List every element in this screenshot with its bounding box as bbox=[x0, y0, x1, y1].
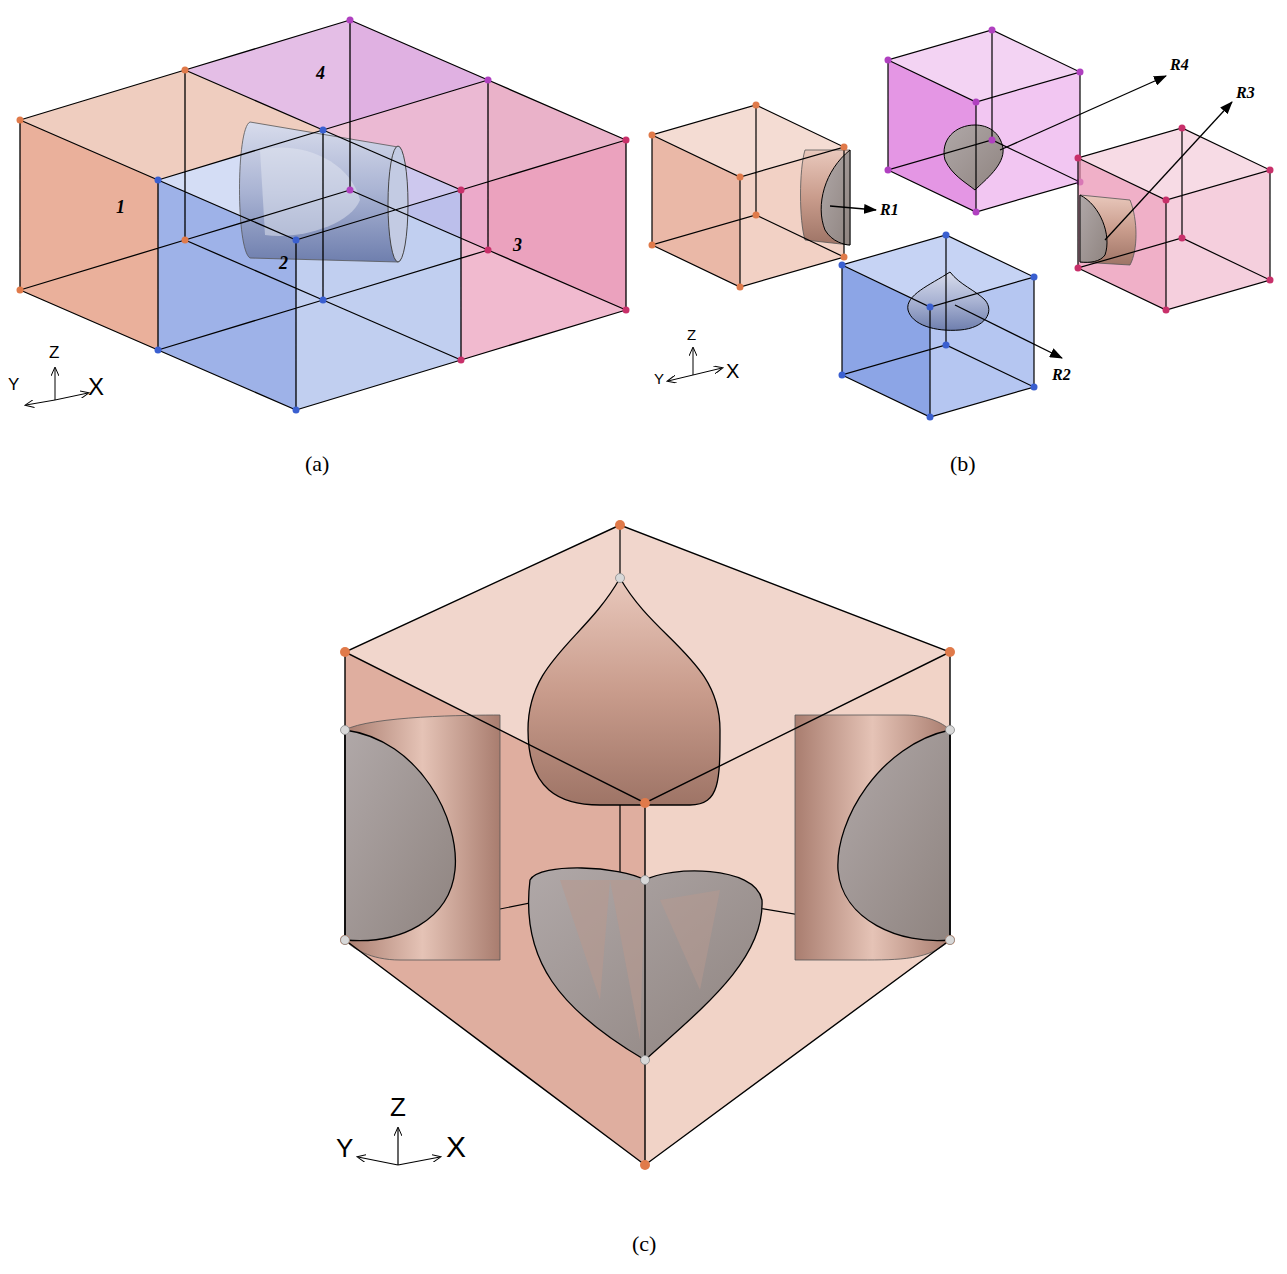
axis-label: X bbox=[726, 360, 739, 382]
panel-caption: (a) bbox=[305, 452, 329, 476]
region-label: R2 bbox=[1052, 366, 1071, 384]
panel-b bbox=[652, 30, 1270, 417]
axis-label: Y bbox=[654, 371, 664, 388]
region-label: R3 bbox=[1236, 84, 1255, 102]
region-label: R1 bbox=[880, 201, 899, 219]
axis-label: Y bbox=[336, 1134, 353, 1163]
part-number: 4 bbox=[316, 64, 325, 84]
axis-label: Z bbox=[687, 327, 696, 344]
region-label: R4 bbox=[1170, 56, 1189, 74]
axis-label: Y bbox=[8, 376, 19, 395]
panel-caption: (c) bbox=[632, 1232, 656, 1256]
axis-label: X bbox=[88, 374, 104, 400]
part-number: 3 bbox=[513, 236, 522, 256]
axis-label: X bbox=[446, 1130, 466, 1163]
part-number: 1 bbox=[116, 198, 125, 218]
axis-label: Z bbox=[390, 1093, 406, 1122]
axis-label: Z bbox=[49, 344, 59, 363]
part-number: 2 bbox=[279, 254, 288, 274]
panel-a bbox=[20, 20, 626, 410]
panel-caption: (b) bbox=[950, 452, 976, 476]
panel-c bbox=[345, 525, 950, 1165]
